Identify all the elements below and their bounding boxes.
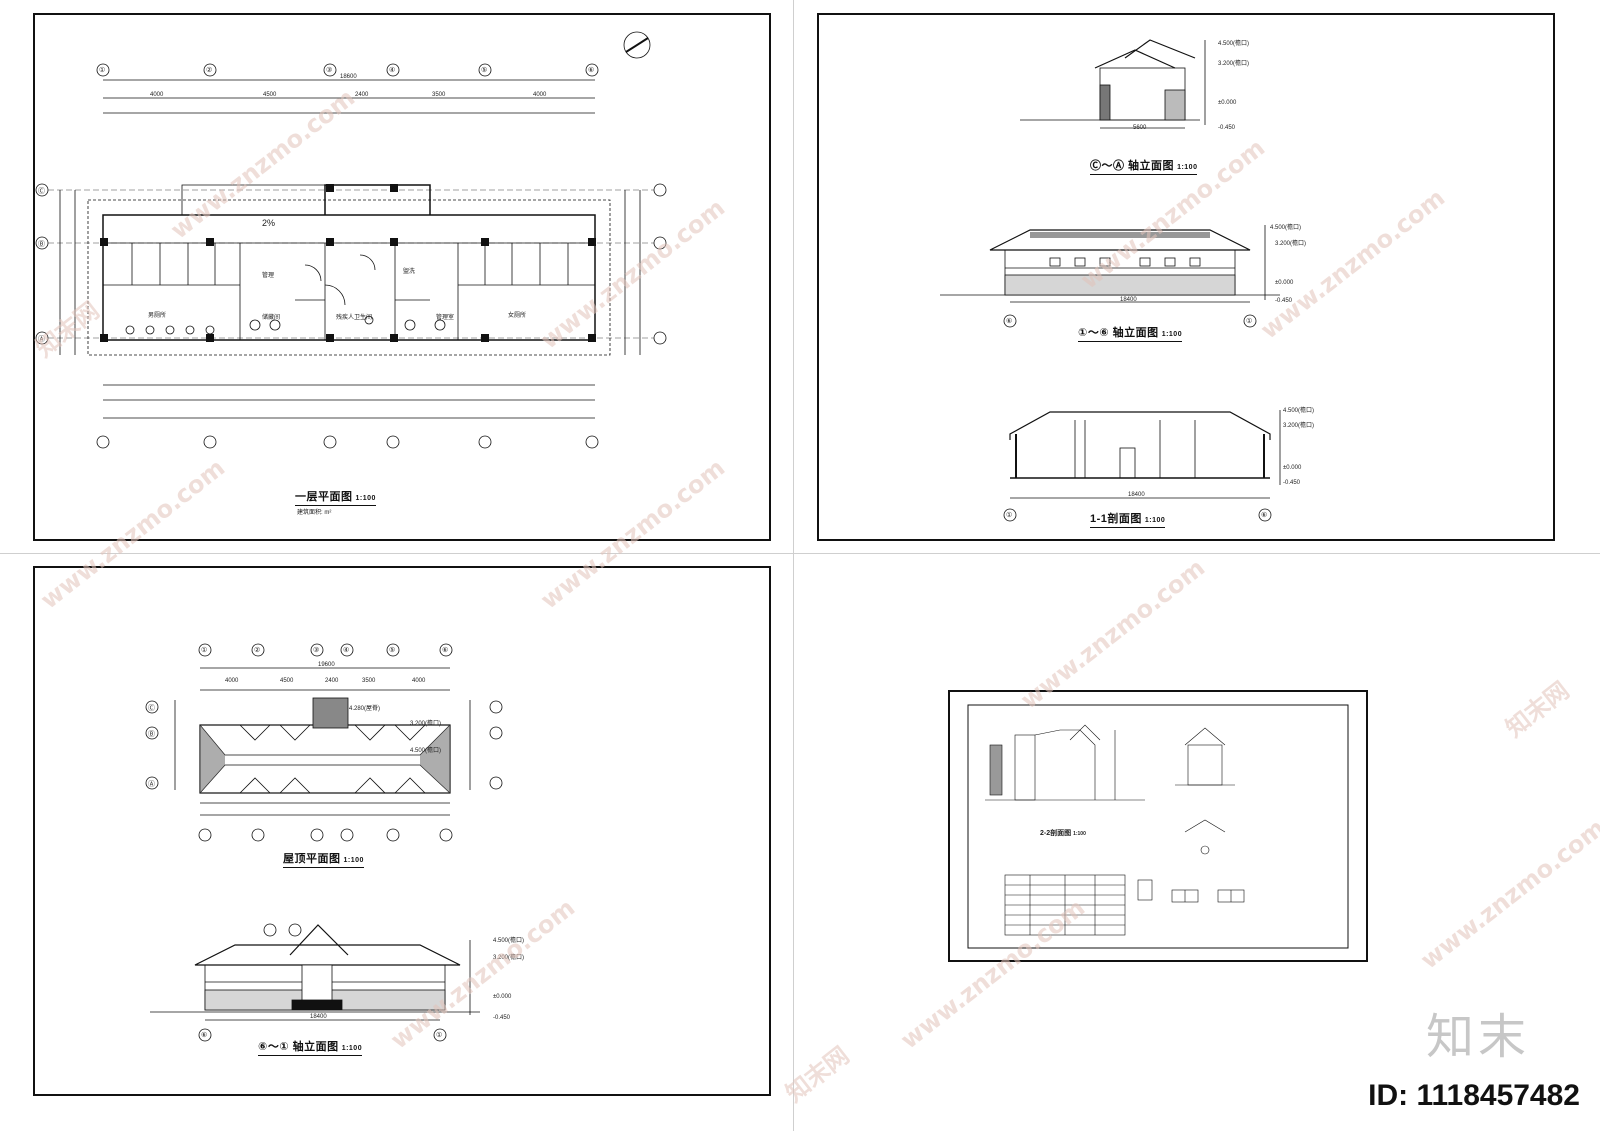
floor-plan-bay-dim-5: 4000 [533, 92, 547, 98]
roof-plan-axis-2: ② [254, 647, 261, 654]
section-linework [1003, 410, 1281, 522]
horizontal-divider [0, 553, 1600, 554]
roof-plan-level-eave: 3.200(檐口) [410, 721, 442, 727]
floor-plan-bay-dim-1: 4000 [150, 92, 164, 98]
floor-plan-axis-6: ⑥ [588, 67, 595, 74]
section-level-zero: ±0.000 [1283, 465, 1302, 471]
section-level-eave: 3.200(檐口) [1283, 423, 1315, 429]
roof-plan-bay-dim-4: 3500 [362, 678, 376, 684]
floor-plan-axis-b: Ⓑ [38, 241, 45, 248]
roof-plan-axis-c: Ⓒ [148, 705, 155, 712]
rear-elevation-level-top: 4.500(檐口) [493, 938, 525, 944]
roof-plan-axis-b: Ⓑ [148, 731, 155, 738]
front-elevation-level-eave: 3.200(檐口) [1275, 241, 1307, 247]
floor-plan-bay-dim-2: 4500 [263, 92, 277, 98]
front-elevation-axis-right: ① [1246, 318, 1253, 325]
floor-plan-axis-c: Ⓒ [38, 188, 45, 195]
floor-plan-axis-3: ③ [326, 67, 333, 74]
rear-elevation-width: 18400 [310, 1014, 327, 1020]
floor-plan-overall-dim: 18600 [340, 74, 357, 80]
brand-logo: 知末 [1425, 1009, 1530, 1065]
floor-plan-room-womens: 女厕所 [508, 313, 527, 319]
side-elevation-level-eave: 3.200(檐口) [1218, 61, 1250, 67]
front-elevation-level-top: 4.500(檐口) [1270, 225, 1302, 231]
floor-plan-axis-4: ④ [389, 67, 396, 74]
roof-plan-axis-a: Ⓐ [148, 781, 155, 788]
section-level-top: 4.500(檐口) [1283, 408, 1315, 414]
section-width: 18400 [1128, 492, 1145, 498]
floor-plan-axis-1: ① [99, 67, 106, 74]
floor-plan-area-note: 建筑面积: m² [297, 510, 332, 516]
resource-id: ID: 1118457482 [1368, 1079, 1580, 1112]
side-elevation-width: 5600 [1133, 125, 1147, 131]
floor-plan-bay-dim-4: 3500 [432, 92, 446, 98]
rear-elevation-level-eave: 3.200(檐口) [493, 955, 525, 961]
roof-plan-axis-4: ④ [343, 647, 350, 654]
floor-plan-sheet [33, 13, 771, 541]
section-axis-left: ① [1006, 512, 1013, 519]
roof-plan-level-top: 4.500(檐口) [410, 748, 442, 754]
floor-plan-room-accessible: 残疾人卫生间 [336, 315, 373, 321]
floor-plan-room-office: 管理室 [436, 315, 455, 321]
floor-plan-room-wash: 盥洗 [403, 269, 416, 275]
detail-sheet-section-title: 2-2剖面图 1:100 [1040, 830, 1086, 837]
rear-elevation-linework [150, 923, 480, 1042]
front-elevation-linework [940, 225, 1280, 328]
floor-plan-room-mgmt: 管理 [262, 273, 275, 279]
vertical-divider [793, 0, 794, 1131]
roof-plan-axis-3: ③ [313, 647, 320, 654]
rear-elevation-axis-right: ① [436, 1032, 443, 1039]
side-elevation-level-zero: ±0.000 [1218, 100, 1237, 106]
section-axis-right: ⑥ [1261, 512, 1268, 519]
roof-plan-level-ridge: 4.280(屋脊) [349, 706, 381, 712]
floor-plan-axis-a: Ⓐ [38, 336, 45, 343]
side-elevation-level-top: 4.500(檐口) [1218, 41, 1250, 47]
floor-plan-axis-5: ⑤ [481, 67, 488, 74]
roof-plan-sheet [33, 566, 771, 1096]
detail-sheet [948, 690, 1368, 962]
roof-plan-axis-6: ⑥ [442, 647, 449, 654]
detail-sheet-linework [967, 704, 1349, 949]
roof-plan-axis-5: ⑤ [389, 647, 396, 654]
side-elevation-linework [1020, 39, 1206, 129]
floor-plan-room-storage: 储藏间 [262, 315, 281, 321]
front-elevation-level-zero: ±0.000 [1275, 280, 1294, 286]
floor-plan-slope: 2% [262, 218, 276, 228]
floor-plan-columns [100, 184, 596, 342]
side-elevation-level-ground: -0.450 [1218, 125, 1236, 131]
floor-plan-linework [35, 31, 667, 449]
roof-plan-bay-dim-5: 4000 [412, 678, 426, 684]
roof-plan-overall-dim: 19600 [318, 662, 335, 668]
roof-plan-bay-dim-2: 4500 [280, 678, 294, 684]
section-level-ground: -0.450 [1283, 480, 1301, 486]
floor-plan-room-mens: 男厕所 [148, 313, 167, 319]
front-elevation-width: 18400 [1120, 297, 1137, 303]
rear-elevation-level-ground: -0.450 [493, 1015, 511, 1021]
front-elevation-roof-tiles [1030, 232, 1210, 238]
rear-elevation-axis-left: ⑥ [201, 1032, 208, 1039]
floor-plan-axis-2: ② [206, 67, 213, 74]
roof-plan-bay-dim-3: 2400 [325, 678, 339, 684]
front-elevation-axis-left: ⑥ [1006, 318, 1013, 325]
roof-plan-hatching [200, 725, 450, 793]
roof-plan-bay-dim-1: 4000 [225, 678, 239, 684]
rear-elevation-level-zero: ±0.000 [493, 994, 512, 1000]
floor-plan-bay-dim-3: 2400 [355, 92, 369, 98]
front-elevation-level-ground: -0.450 [1275, 298, 1293, 304]
roof-plan-axis-1: ① [201, 647, 208, 654]
